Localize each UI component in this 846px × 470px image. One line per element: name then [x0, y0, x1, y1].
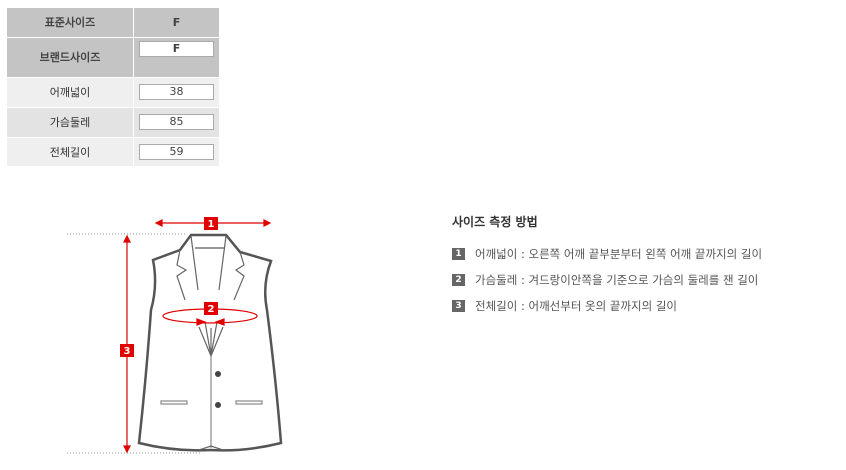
svg-text:1: 1 [208, 219, 215, 230]
vest-outline [137, 233, 283, 452]
number-badge: 3 [452, 300, 465, 312]
method-text: 전체길이 : 어깨선부터 옷의 끝까지의 길이 [475, 299, 678, 313]
brand-size-field[interactable]: F [139, 40, 214, 57]
marker-2: 2 [204, 302, 218, 315]
row-label: 전체길이 [7, 137, 134, 167]
chest-field[interactable]: 85 [139, 114, 214, 130]
brand-size-label: 브랜드사이즈 [7, 37, 134, 78]
marker-1: 1 [204, 217, 218, 230]
method-title: 사이즈 측정 방법 [452, 215, 538, 229]
method-item: 2 가슴둘레 : 겨드랑이안쪽을 기준으로 가슴의 둘레를 잰 길이 [452, 272, 758, 288]
svg-text:2: 2 [208, 304, 215, 315]
shoulder-field[interactable]: 38 [139, 84, 214, 100]
standard-size-label: 표준사이즈 [7, 8, 134, 38]
method-item: 1 어깨넓이 : 오른쪽 어깨 끝부분부터 왼쪽 어깨 끝까지의 길이 [452, 246, 762, 262]
length-field[interactable]: 59 [139, 143, 214, 160]
method-item: 3 전체길이 : 어깨선부터 옷의 끝까지의 길이 [452, 298, 677, 314]
method-text: 가슴둘레 : 겨드랑이안쪽을 기준으로 가슴의 둘레를 잰 길이 [475, 273, 759, 287]
number-badge: 1 [452, 248, 465, 260]
button-icon [215, 402, 221, 408]
standard-size-value: F [133, 8, 219, 38]
number-badge: 2 [452, 274, 465, 286]
method-text: 어깨넓이 : 오른쪽 어깨 끝부분부터 왼쪽 어깨 끝까지의 길이 [475, 247, 763, 261]
marker-3: 3 [120, 344, 134, 357]
row-label: 가슴둘레 [7, 107, 134, 138]
row-label: 어깨넓이 [7, 77, 134, 108]
button-icon [215, 371, 221, 377]
svg-text:3: 3 [124, 346, 131, 357]
